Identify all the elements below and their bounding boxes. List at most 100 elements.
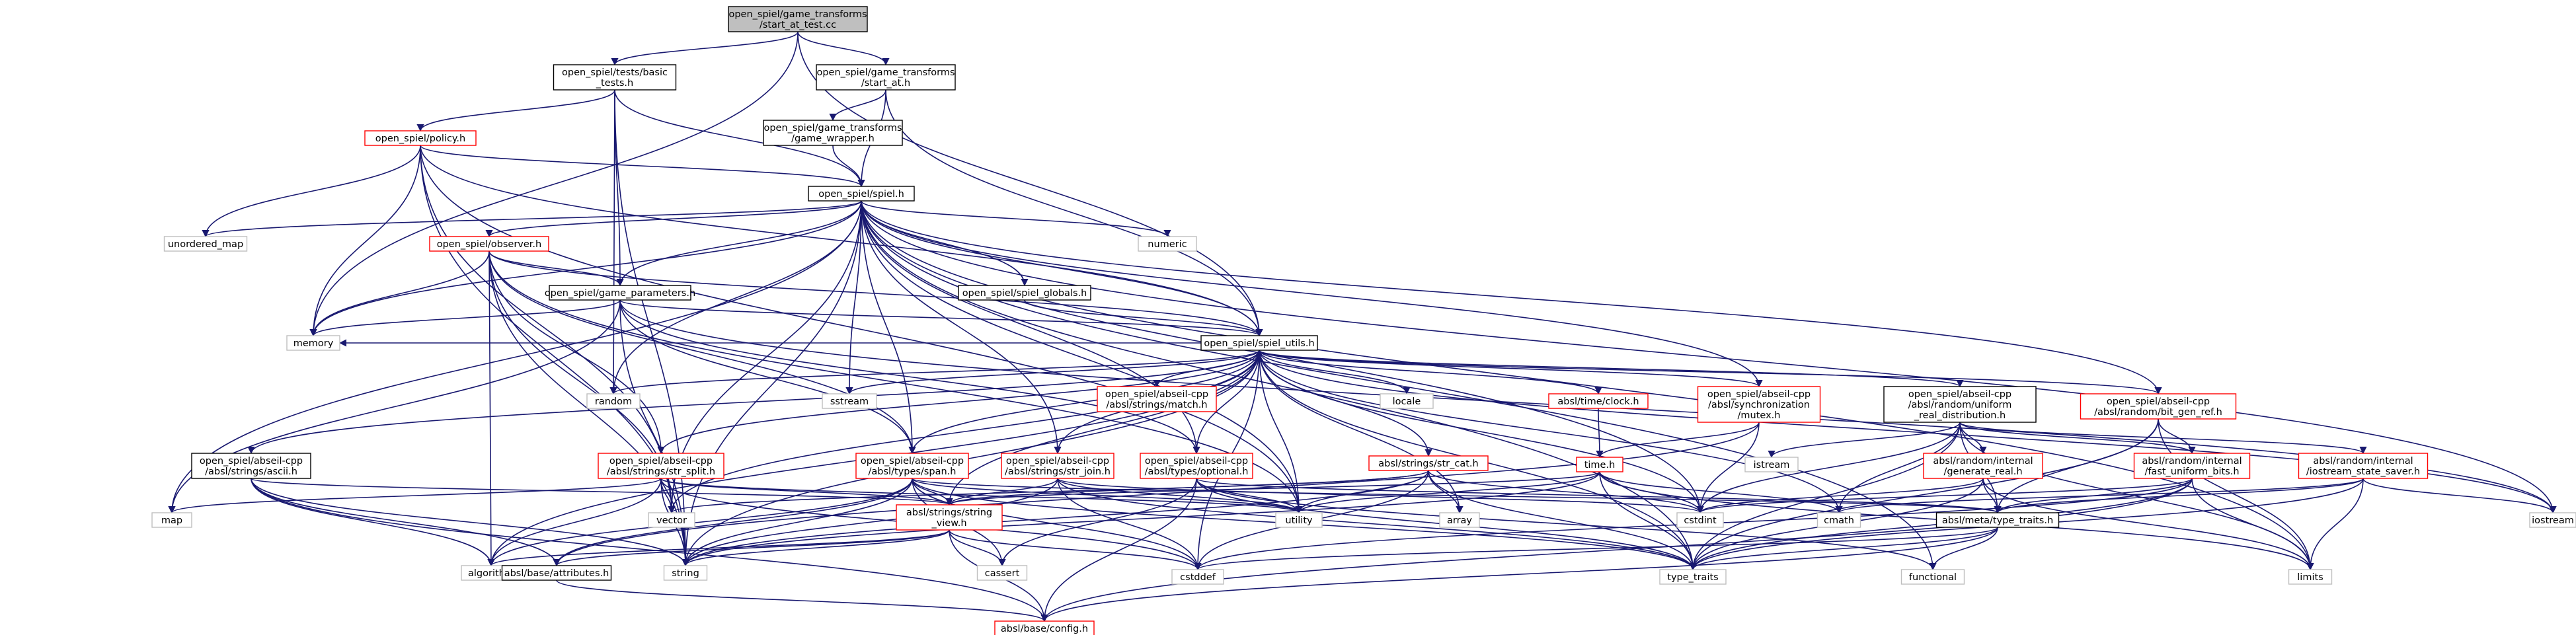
- edge-policy-to-spiel: [420, 145, 865, 188]
- node-sstream[interactable]: sstream: [822, 393, 877, 409]
- node-root[interactable]: open_spiel/game_transforms/start_at_test…: [728, 6, 868, 32]
- node-random[interactable]: random: [586, 393, 641, 409]
- node-time-h[interactable]: time.h: [1576, 457, 1623, 472]
- edge-ascii-to-attributes: [251, 478, 561, 567]
- node-label: iostream: [2532, 515, 2574, 526]
- node-policy[interactable]: open_spiel/policy.h: [364, 130, 477, 146]
- node-spiel-globals[interactable]: open_spiel/spiel_globals.h: [958, 285, 1091, 301]
- edge-layer: [168, 31, 2557, 622]
- edge-policy-to-vector: [420, 145, 676, 514]
- node-label: open_spiel/observer.h: [437, 239, 542, 250]
- node-type-traits-h[interactable]: absl/meta/type_traits.h: [1935, 512, 2060, 528]
- node-basic-tests[interactable]: open_spiel/tests/basic_tests.h: [553, 64, 677, 91]
- node-utility[interactable]: utility: [1275, 512, 1323, 528]
- edge-iostream_saver-to-cmath: [1835, 478, 2364, 514]
- node-spiel[interactable]: open_spiel/spiel.h: [808, 186, 915, 202]
- edge-spiel_utils-to-uniform_real: [1259, 350, 1964, 388]
- node-string-view[interactable]: absl/strings/string_view.h: [896, 504, 1003, 531]
- node-map[interactable]: map: [151, 512, 192, 528]
- node-label: /absl/random/uniform: [1908, 400, 2012, 410]
- node-string[interactable]: string: [663, 565, 708, 581]
- node-box: [1935, 512, 2060, 528]
- node-cstdint[interactable]: cstdint: [1676, 512, 1724, 528]
- node-config[interactable]: absl/base/config.h: [994, 620, 1095, 635]
- node-label: absl/base/config.h: [1001, 624, 1088, 634]
- node-label: open_spiel/game_transforms: [816, 67, 955, 78]
- node-iostream[interactable]: iostream: [2529, 512, 2576, 528]
- node-vector[interactable]: vector: [648, 512, 695, 528]
- node-fast-uniform[interactable]: absl/random/internal/fast_uniform_bits.h: [2133, 453, 2251, 479]
- node-ascii[interactable]: open_spiel/abseil-cpp/absl/strings/ascii…: [191, 453, 311, 479]
- edge-time_h-to-utility: [1295, 471, 1600, 514]
- edge-fast_uniform-to-limits: [2191, 478, 2314, 571]
- edge-time_clock-to-time_h: [1596, 408, 1604, 459]
- node-spiel-utils[interactable]: open_spiel/spiel_utils.h: [1200, 335, 1318, 351]
- node-game-parameters[interactable]: open_spiel/game_parameters.h: [545, 285, 695, 301]
- edge-spiel_globals-to-spiel_utils: [1024, 299, 1263, 337]
- node-observer[interactable]: open_spiel/observer.h: [429, 236, 549, 252]
- edge-iostream_saver-to-type_traits_h: [1994, 478, 2364, 514]
- node-cstddef[interactable]: cstddef: [1171, 569, 1224, 585]
- edge-ascii-to-string: [251, 478, 689, 567]
- node-memory[interactable]: memory: [286, 335, 340, 351]
- node-str-split[interactable]: open_spiel/abseil-cpp/absl/strings/str_s…: [598, 453, 724, 479]
- edge-string_view-to-cstddef: [949, 529, 1202, 571]
- node-box: [1380, 393, 1434, 409]
- node-span[interactable]: open_spiel/abseil-cpp/absl/types/span.h: [855, 453, 969, 479]
- node-box: [549, 285, 691, 301]
- node-bit-gen-ref[interactable]: open_spiel/abseil-cpp/absl/random/bit_ge…: [2080, 393, 2237, 420]
- node-iostream-saver[interactable]: absl/random/internal/iostream_state_save…: [2298, 453, 2429, 479]
- edge-spiel-to-string: [682, 200, 862, 567]
- node-label: absl/random/internal: [2313, 456, 2413, 467]
- node-array[interactable]: array: [1439, 512, 1480, 528]
- edge-spiel-to-iostream: [861, 200, 2557, 514]
- node-label: /absl/strings/ascii.h: [205, 467, 297, 477]
- edge-ascii-to-algorithm: [251, 478, 495, 567]
- node-box: [151, 512, 192, 528]
- node-unordered-map[interactable]: unordered_map: [163, 236, 248, 252]
- node-box: [1744, 457, 1799, 472]
- node-optional[interactable]: open_spiel/abseil-cpp/absl/types/optiona…: [1140, 453, 1253, 479]
- edge-spiel-to-cstdint: [861, 200, 1704, 514]
- edge-spiel_utils-to-sstream: [845, 350, 1260, 395]
- node-limits[interactable]: limits: [2288, 569, 2333, 585]
- node-istream[interactable]: istream: [1744, 457, 1799, 472]
- node-type-traits[interactable]: type_traits: [1659, 569, 1727, 585]
- node-match[interactable]: open_spiel/abseil-cpp/absl/strings/match…: [1097, 386, 1217, 412]
- edge-type_traits_h-to-cstddef: [1194, 527, 1998, 571]
- node-box: [1140, 453, 1253, 479]
- edge-span-to-attributes: [553, 478, 913, 567]
- edge-str_split-to-string_view: [660, 478, 953, 506]
- node-str-join[interactable]: open_spiel/abseil-cpp/absl/strings/str_j…: [1001, 453, 1114, 479]
- node-functional[interactable]: functional: [1900, 569, 1965, 585]
- node-game-wrapper[interactable]: open_spiel/game_transforms/game_wrapper.…: [763, 120, 903, 146]
- node-label: /start_at_test.cc: [760, 20, 836, 30]
- node-label: open_spiel/abseil-cpp: [861, 456, 964, 467]
- node-numeric[interactable]: numeric: [1138, 236, 1197, 252]
- node-attributes[interactable]: absl/base/attributes.h: [501, 565, 612, 581]
- node-cmath[interactable]: cmath: [1816, 512, 1861, 528]
- node-start-at[interactable]: open_spiel/game_transforms/start_at.h: [816, 64, 956, 91]
- node-label: open_spiel/abseil-cpp: [1908, 389, 2011, 400]
- edge-time_h-to-type_traits: [1599, 471, 1697, 571]
- node-label: absl/random/internal: [2142, 456, 2242, 467]
- node-label: cassert: [985, 568, 1020, 579]
- edge-game_parameters-to-optional: [619, 299, 1200, 455]
- node-label: /absl/random/bit_gen_ref.h: [2094, 407, 2222, 418]
- node-cassert[interactable]: cassert: [976, 565, 1028, 581]
- node-locale[interactable]: locale: [1380, 393, 1434, 409]
- node-box: [1900, 569, 1965, 585]
- edge-game_parameters-to-spiel_utils: [619, 299, 1263, 337]
- node-box: [2133, 453, 2251, 479]
- node-uniform-real[interactable]: open_spiel/abseil-cpp/absl/random/unifor…: [1883, 386, 2037, 423]
- node-mutex[interactable]: open_spiel/abseil-cpp/absl/synchronizati…: [1697, 386, 1821, 423]
- node-label: random: [595, 396, 632, 407]
- node-time-clock[interactable]: absl/time/clock.h: [1548, 393, 1649, 409]
- node-str-cat[interactable]: absl/strings/str_cat.h: [1368, 455, 1489, 471]
- edge-fast_uniform-to-cstdint: [1696, 478, 2193, 514]
- node-generate-real[interactable]: absl/random/internal/generate_real.h: [1923, 453, 2043, 479]
- edge-spiel-to-unordered_map: [202, 200, 862, 238]
- edge-type_traits_h-to-functional: [1929, 527, 1998, 571]
- node-box: [808, 186, 915, 202]
